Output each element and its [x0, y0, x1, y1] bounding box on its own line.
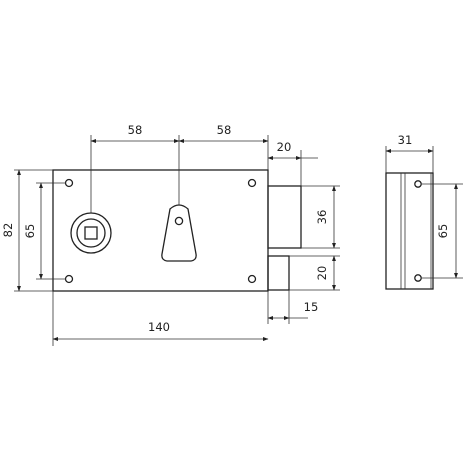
screw-hole-top-left	[64, 178, 74, 188]
front-view: 58 58 20 82 65 36 20 15	[1, 123, 340, 346]
side-body	[385, 172, 434, 290]
dim-82-height: 82	[1, 223, 15, 238]
dim-31-depth: 31	[398, 133, 413, 147]
screw-hole-bottom-right	[247, 274, 257, 284]
dim-20-lower-bolt: 20	[315, 266, 329, 281]
dim-15-lower-bolt: 15	[304, 300, 319, 314]
lower-bolt	[267, 255, 290, 291]
dim-65-inner-height: 65	[23, 224, 37, 239]
screw-hole-top-right	[247, 178, 257, 188]
side-view: 31 65	[385, 133, 463, 290]
dim-65-side-height: 65	[436, 224, 450, 239]
side-screw-bottom	[414, 274, 422, 282]
dim-20-bolt-width: 20	[277, 140, 292, 154]
upper-bolt	[267, 185, 302, 249]
knob-follower	[70, 212, 112, 254]
dim-140-body-width: 140	[148, 320, 170, 334]
dim-58-left: 58	[128, 123, 143, 137]
key-cylinder	[161, 204, 197, 262]
side-screw-top	[414, 180, 422, 188]
dim-58-right: 58	[217, 123, 232, 137]
screw-hole-bottom-left	[64, 274, 74, 284]
dim-36-bolt-height: 36	[315, 210, 329, 225]
